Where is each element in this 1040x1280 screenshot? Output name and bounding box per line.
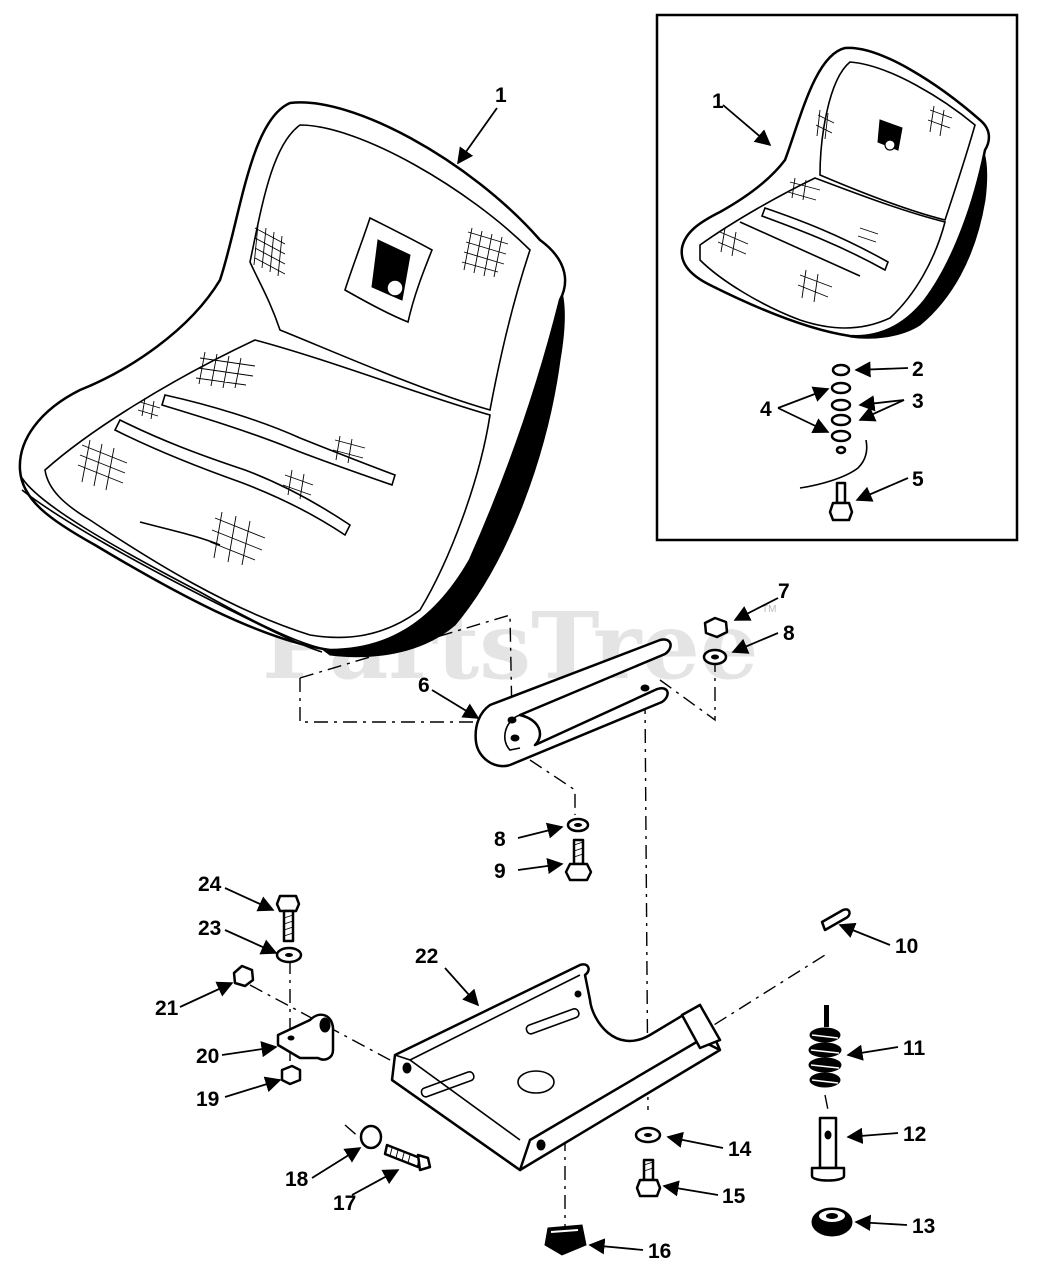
label-11: 11	[903, 1037, 926, 1060]
label-22: 22	[415, 945, 438, 968]
label-20: 20	[196, 1045, 219, 1068]
washer-bolt-base	[634, 1126, 662, 1198]
washer-bolt-bracket	[564, 817, 593, 882]
label-7: 7	[778, 580, 790, 603]
label-1-main: 1	[495, 84, 507, 107]
pivot-pin	[810, 1116, 846, 1182]
label-13: 13	[912, 1215, 935, 1238]
label-5: 5	[912, 468, 924, 491]
label-21: 21	[155, 997, 179, 1020]
plug-cap	[544, 1224, 587, 1256]
part-labels: 1 1 2 3 4 5 6 7 8 8 9 10 11 12 13 14 15 …	[155, 84, 935, 1263]
label-6: 6	[418, 674, 430, 697]
cotter-pin	[820, 908, 851, 932]
label-18: 18	[285, 1168, 309, 1191]
label-8-bottom: 8	[494, 828, 506, 851]
label-8-top: 8	[783, 622, 795, 645]
label-2: 2	[912, 358, 924, 381]
label-15: 15	[722, 1185, 746, 1208]
label-14: 14	[728, 1138, 752, 1161]
label-9: 9	[494, 860, 506, 883]
label-17: 17	[333, 1192, 356, 1215]
label-3: 3	[912, 390, 924, 413]
round-nut	[811, 1207, 853, 1237]
pivot-bracket	[276, 1013, 335, 1061]
label-19: 19	[196, 1088, 219, 1111]
bolt-spacer	[359, 1124, 432, 1172]
small-hardware-left	[232, 894, 303, 1086]
seat-bracket	[474, 638, 672, 768]
label-24: 24	[198, 873, 222, 896]
nut-washer-top	[702, 616, 729, 666]
label-4: 4	[760, 398, 772, 421]
label-23: 23	[198, 917, 221, 940]
leader-arrows	[179, 104, 909, 1255]
watermark-trademark: TM	[762, 604, 776, 615]
inset-panel	[655, 13, 1019, 542]
label-1-inset: 1	[712, 90, 724, 113]
label-16: 16	[648, 1240, 671, 1263]
base-plate	[390, 963, 722, 1172]
spring	[808, 1005, 842, 1088]
seat-main	[18, 101, 567, 658]
label-10: 10	[895, 935, 918, 958]
label-12: 12	[903, 1123, 926, 1146]
